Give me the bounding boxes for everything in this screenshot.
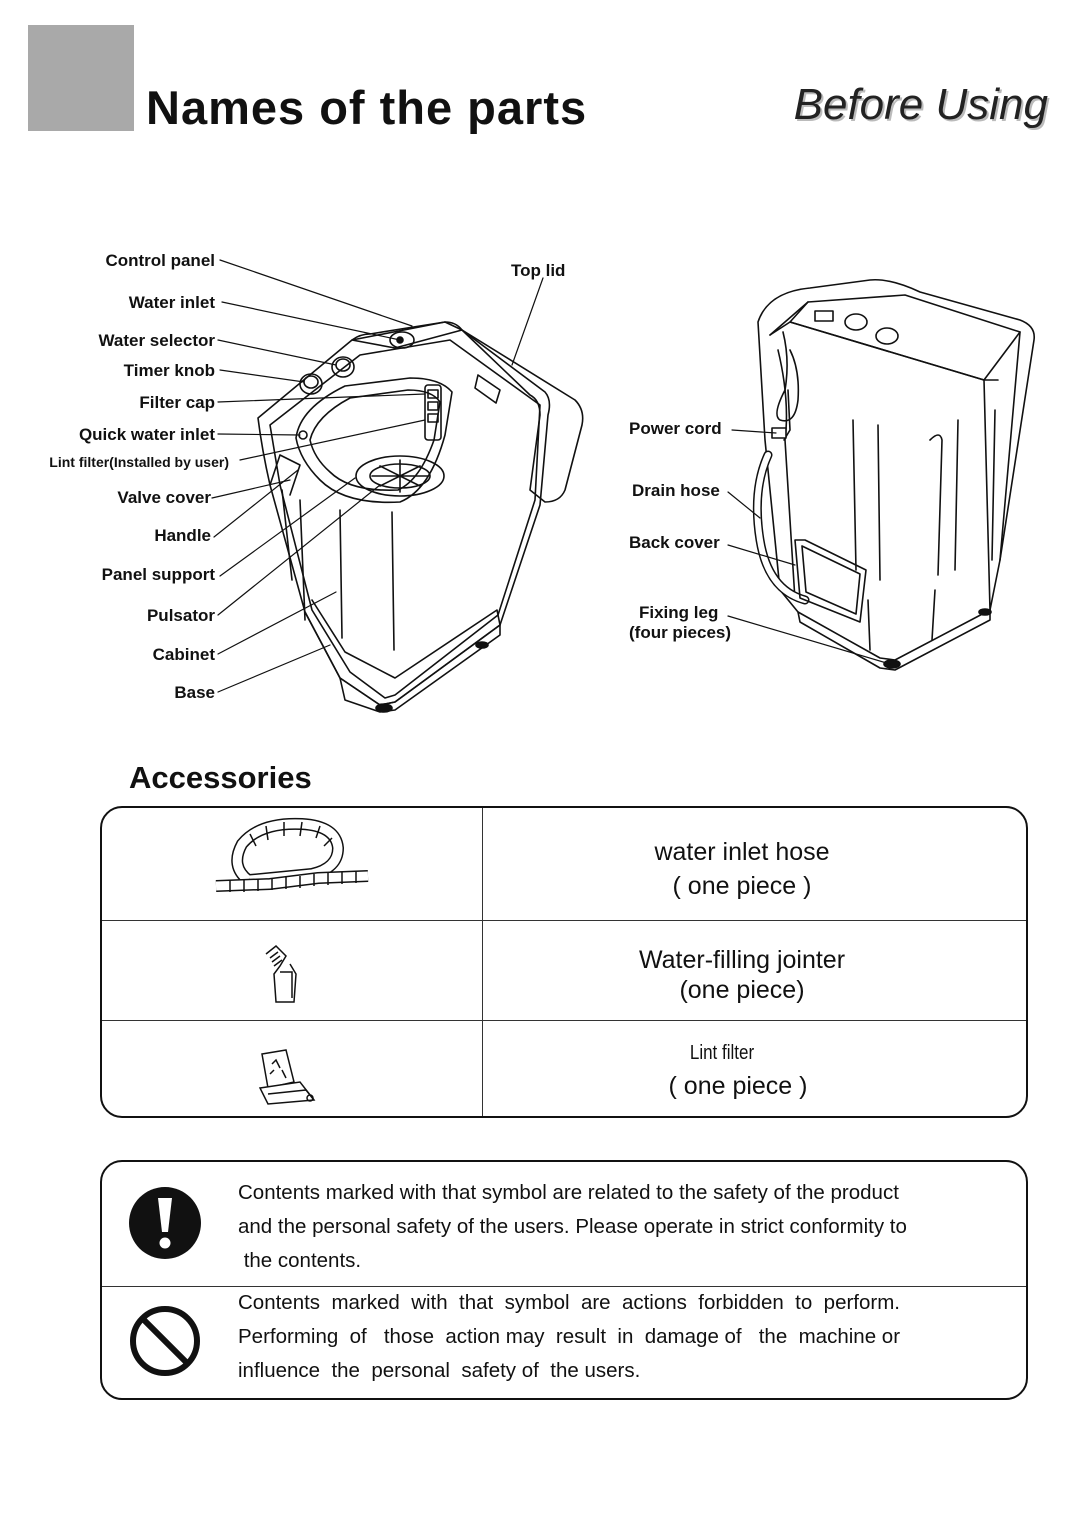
label-control-panel: Control panel xyxy=(105,251,215,270)
lint-filter-icon xyxy=(258,1049,316,1105)
accessory-quantity: (one piece) xyxy=(679,976,805,1004)
accessory-name: water inlet hose xyxy=(654,838,830,866)
accessory-row: Lint filter ( one piece ) xyxy=(102,1020,1026,1116)
label-drain-hose: Drain hose xyxy=(632,481,720,500)
accessory-row: water inlet hose ( one piece ) xyxy=(102,808,1026,921)
label-lint-filter: Lint filter(Installed by user) xyxy=(49,454,229,470)
front-washer-illustration xyxy=(257,321,584,713)
accessory-row: Water-filling jointer (one piece) xyxy=(102,920,1026,1021)
notice-line: Contents marked with that symbol are rel… xyxy=(238,1181,899,1204)
notice-row: Contents marked with that symbol are act… xyxy=(102,1286,1026,1398)
hose-icon xyxy=(215,817,369,892)
accessories-title: Accessories xyxy=(129,760,312,795)
label-power-cord: Power cord xyxy=(629,419,722,438)
label-four-pieces: (four pieces) xyxy=(629,623,732,642)
label-base: Base xyxy=(174,683,215,702)
safety-notice-box: Contents marked with that symbol are rel… xyxy=(100,1160,1028,1400)
notice-line: influence the personal safety of the use… xyxy=(238,1359,641,1382)
notice-text: Contents marked with that symbol are rel… xyxy=(238,1176,907,1278)
notice-line: Contents marked with that symbol are act… xyxy=(238,1291,900,1314)
label-cabinet: Cabinet xyxy=(152,645,215,664)
accessory-quantity: ( one piece ) xyxy=(672,872,812,900)
prohibited-icon xyxy=(130,1306,200,1376)
label-water-selector: Water selector xyxy=(98,331,215,350)
label-fixing-leg: Fixing leg xyxy=(639,603,719,622)
page-title: Names of the parts xyxy=(146,81,588,134)
warning-exclamation-icon xyxy=(129,1187,201,1259)
notice-line: the contents. xyxy=(238,1249,362,1272)
label-back-cover: Back cover xyxy=(629,533,720,552)
washing-machine-diagram xyxy=(211,259,1036,713)
label-top-lid: Top lid xyxy=(511,261,566,280)
accessories-table: water inlet hose ( one piece ) Water-fil… xyxy=(100,806,1028,1118)
label-panel-support: Panel support xyxy=(101,565,215,584)
label-valve-cover: Valve cover xyxy=(117,488,211,507)
notice-line: Performing of those action may result in… xyxy=(238,1325,901,1348)
leader-lines xyxy=(211,259,544,693)
notice-text: Contents marked with that symbol are act… xyxy=(238,1286,900,1388)
jointer-icon xyxy=(265,944,297,1003)
section-title: Before Using xyxy=(793,80,1048,129)
rear-washer-illustration xyxy=(752,278,1036,671)
label-water-inlet: Water inlet xyxy=(128,293,215,312)
label-handle: Handle xyxy=(154,526,211,545)
accessory-name: Lint filter xyxy=(689,1042,755,1064)
accessory-quantity: ( one piece ) xyxy=(668,1072,808,1100)
label-pulsator: Pulsator xyxy=(146,606,215,625)
notice-row: Contents marked with that symbol are rel… xyxy=(102,1162,1026,1287)
label-timer-knob: Timer knob xyxy=(123,361,215,380)
accessories-column-divider xyxy=(482,808,483,1116)
header-gray-block xyxy=(28,25,134,131)
rear-leader-lines xyxy=(727,429,891,665)
accessory-name: Water-filling jointer xyxy=(638,946,846,974)
label-filter-cap: Filter cap xyxy=(139,393,215,412)
notice-line: and the personal safety of the users. Pl… xyxy=(238,1215,907,1238)
label-quick-water-inlet: Quick water inlet xyxy=(78,425,215,444)
